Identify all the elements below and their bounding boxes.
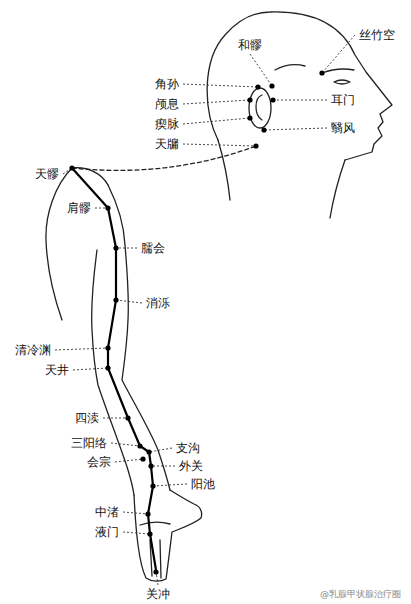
point-label: 三阳络 — [70, 436, 108, 450]
leader-line — [116, 300, 142, 303]
neck-front — [330, 160, 345, 218]
meridian-line — [72, 168, 156, 570]
eyebrow — [322, 69, 354, 73]
ear-inner — [256, 95, 262, 120]
finger-line — [160, 540, 161, 578]
acupoint-dot — [255, 84, 260, 89]
acupoint-dot — [125, 415, 130, 420]
eye — [334, 80, 350, 84]
point-label: 丝竹空 — [358, 28, 396, 42]
knuckle-line — [140, 522, 170, 525]
leader-line — [183, 144, 256, 146]
hand-outline — [134, 490, 202, 581]
arm-outline — [108, 185, 170, 490]
point-label: 关冲 — [145, 587, 171, 601]
acupoint-dot — [147, 531, 152, 536]
point-label: 中渚 — [94, 505, 120, 519]
acupoint-dot — [247, 115, 252, 120]
point-label: 天髎 — [34, 167, 60, 181]
point-label: 肩髎 — [66, 201, 92, 215]
leader-line — [322, 35, 355, 73]
acupoint-dot — [145, 511, 150, 516]
neck-back — [218, 140, 230, 200]
point-label: 臑会 — [140, 241, 166, 255]
leader-line — [153, 484, 187, 486]
acupoint-dot — [319, 70, 324, 75]
leader-line — [116, 248, 137, 249]
leader-line — [73, 368, 108, 370]
point-label: 颅息 — [154, 97, 180, 111]
watermark: @乳腺甲状腺治疗圈 — [319, 587, 402, 601]
leader-line — [123, 532, 150, 534]
point-label: 瘈脉 — [154, 117, 180, 131]
point-label: 天牖 — [154, 137, 180, 151]
leader-line — [250, 54, 272, 86]
hairline — [275, 65, 305, 70]
acupoint-dot — [153, 569, 158, 574]
point-label: 会宗 — [86, 455, 112, 469]
acupoint-dot — [137, 443, 142, 448]
acupoint-dot — [247, 97, 252, 102]
point-label: 支沟 — [175, 441, 201, 455]
acupoint-dot — [113, 245, 118, 250]
point-label: 四渎 — [74, 411, 100, 425]
acupoint-dot — [105, 205, 110, 210]
point-label: 翳风 — [330, 121, 356, 135]
acupoint-dot — [113, 297, 118, 302]
point-label: 角孙 — [154, 77, 180, 91]
point-label: 清冷渊 — [14, 343, 52, 357]
point-label: 阳池 — [190, 477, 216, 491]
point-label: 液门 — [94, 525, 120, 539]
point-label: 耳门 — [330, 93, 356, 107]
leader-line — [183, 100, 250, 104]
point-label: 和髎 — [237, 38, 263, 52]
acupoint-dot — [148, 463, 153, 468]
leader-line — [183, 84, 258, 87]
leader-line — [123, 512, 148, 514]
ear — [249, 88, 271, 128]
leader-line — [103, 418, 128, 419]
acupoint-dot — [270, 97, 275, 102]
acupoint-dot — [269, 83, 274, 88]
acupoint-dot — [105, 345, 110, 350]
leader-line — [149, 448, 172, 452]
acupoint-dot — [69, 165, 74, 170]
acupoint-dot — [146, 449, 151, 454]
leader-line — [55, 348, 108, 350]
leader-line — [151, 466, 175, 467]
acupoint-dot — [105, 365, 110, 370]
acupoint-dot — [140, 456, 145, 461]
leader-line — [111, 443, 140, 446]
leader-line — [183, 118, 250, 124]
leader-line — [273, 100, 327, 101]
acupoint-dot — [150, 483, 155, 488]
acupoint-dot — [253, 143, 258, 148]
point-label: 外关 — [178, 459, 204, 473]
torso-outline — [46, 168, 72, 320]
point-label: 消泺 — [145, 296, 171, 310]
leader-line — [264, 128, 327, 130]
acupoint-dot — [261, 127, 266, 132]
leader-line — [115, 459, 143, 462]
point-label: 天井 — [44, 363, 70, 377]
